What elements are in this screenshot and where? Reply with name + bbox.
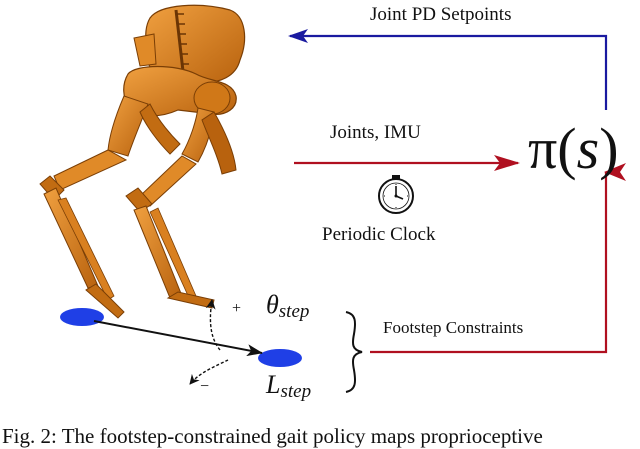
- policy-pi: π: [528, 116, 558, 181]
- policy-paren-close: ): [599, 116, 619, 181]
- footprint-target: [258, 349, 302, 367]
- theta-subscript: step: [278, 301, 310, 322]
- setpoints-label: Joint PD Setpoints: [370, 4, 512, 25]
- footstep-constraints-label: Footstep Constraints: [383, 318, 524, 337]
- step-vector-arrow: [93, 320, 263, 357]
- length-symbol: L: [266, 370, 281, 399]
- length-step-label: Lstep: [266, 370, 311, 403]
- policy-symbol: π(s): [528, 120, 619, 178]
- constraint-brace: [345, 311, 363, 393]
- figure-caption: Fig. 2: The footstep-constrained gait po…: [2, 424, 543, 448]
- periodic-clock-label: Periodic Clock: [322, 224, 436, 245]
- rotation-minus-arrow: [189, 359, 229, 385]
- footstep-arrow: [370, 163, 626, 354]
- policy-state: s: [576, 116, 600, 181]
- length-subscript: step: [280, 381, 312, 402]
- plus-sign: +: [232, 300, 242, 317]
- joints-imu-label: Joints, IMU: [330, 122, 421, 143]
- footprint-start: [60, 308, 104, 326]
- clock-icon: [378, 175, 414, 214]
- rotation-plus-arrow: [205, 299, 221, 351]
- robot-illustration: [39, 4, 246, 319]
- minus-sign: −: [200, 378, 210, 395]
- theta-symbol: θ: [266, 290, 279, 319]
- setpoints-arrow: [288, 29, 608, 110]
- theta-step-label: θstep: [266, 290, 309, 323]
- policy-paren-open: (: [557, 116, 577, 181]
